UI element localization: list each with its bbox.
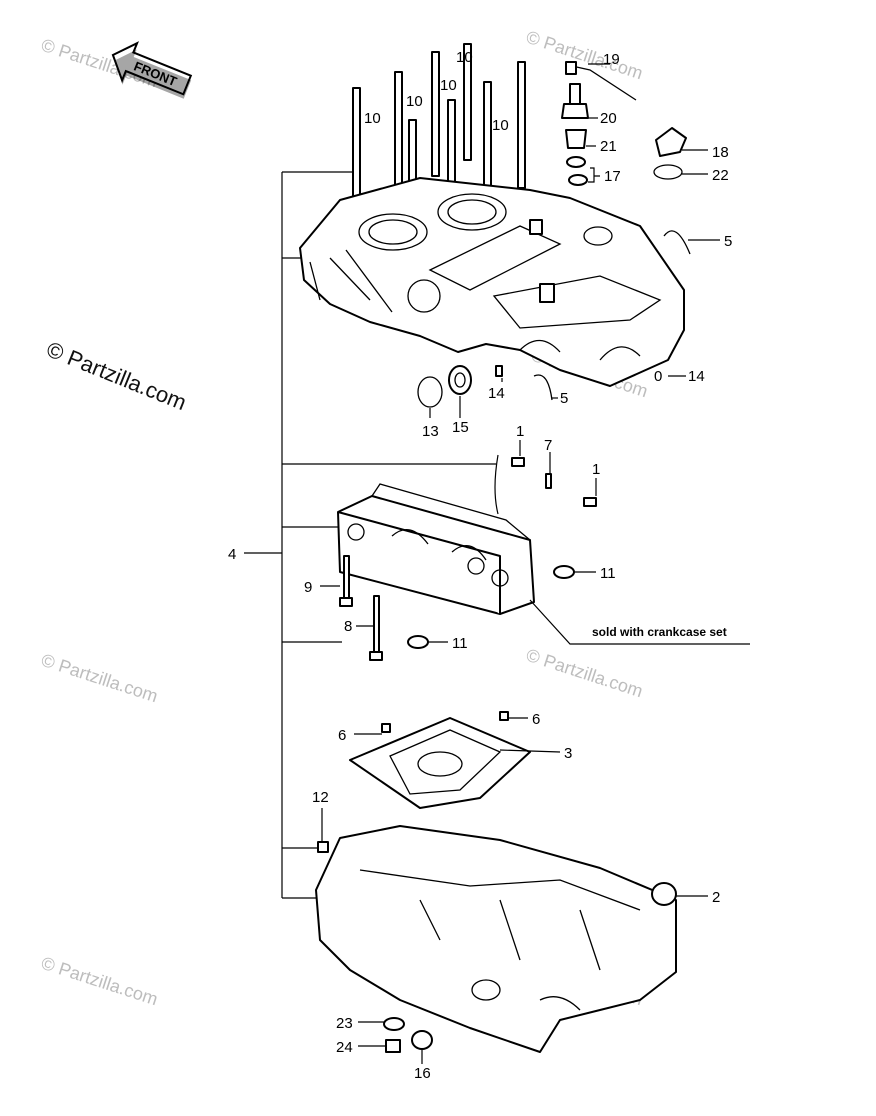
callout-19: 19 <box>603 51 620 68</box>
callout-10c: 10 <box>406 93 423 110</box>
callout-1a: 1 <box>516 423 524 440</box>
callout-8: 8 <box>344 618 352 635</box>
callout-12: 12 <box>312 789 329 806</box>
callout-10b: 10 <box>440 77 457 94</box>
callout-17: 17 <box>604 168 621 185</box>
callout-22: 22 <box>712 167 729 184</box>
callout-1b: 1 <box>592 461 600 478</box>
callout-5b: 5 <box>560 390 568 407</box>
callout-10a: 10 <box>456 49 473 66</box>
front-arrow-icon: FRONT <box>111 41 193 99</box>
upper-crankcase <box>299 177 685 387</box>
callout-11a: 11 <box>600 565 616 582</box>
callout-10e: 10 <box>492 117 509 134</box>
callout-6a: 6 <box>338 727 346 744</box>
crankcase-set-note: sold with crankcase set <box>592 625 727 639</box>
callout-labels: 19 20 21 17 18 22 5 5 0 14 14 13 15 10 1… <box>228 49 732 1082</box>
callout-10d: 10 <box>364 110 381 127</box>
callout-3: 3 <box>564 745 572 762</box>
callout-13: 13 <box>422 423 439 440</box>
leader-lines <box>320 63 750 1064</box>
group-bracket <box>244 171 499 899</box>
callout-14-zero: 0 <box>654 368 662 385</box>
callout-11b: 11 <box>452 635 468 652</box>
callout-2: 2 <box>712 889 720 906</box>
callout-24: 24 <box>336 1039 353 1056</box>
callout-16: 16 <box>414 1065 431 1082</box>
callout-18: 18 <box>712 144 729 161</box>
watermark: © Partzilla.com <box>39 953 161 1010</box>
watermark-main: © Partzilla.com <box>43 336 190 415</box>
oil-pan-plate <box>349 717 531 809</box>
callout-4: 4 <box>228 546 236 563</box>
callout-14b: 14 <box>488 385 505 402</box>
callout-23: 23 <box>336 1015 353 1032</box>
callout-21: 21 <box>600 138 617 155</box>
bearing-cap-set <box>337 483 535 615</box>
callout-20: 20 <box>600 110 617 127</box>
callout-14a: 14 <box>688 368 705 385</box>
callout-5a: 5 <box>724 233 732 250</box>
lower-crankcase <box>315 825 677 1053</box>
callout-9: 9 <box>304 579 312 596</box>
watermark: © Partzilla.com <box>524 645 646 702</box>
callout-15: 15 <box>452 419 469 436</box>
watermark: © Partzilla.com <box>39 650 161 707</box>
callout-7: 7 <box>544 437 552 454</box>
watermark: © Partzilla.com <box>524 27 646 84</box>
callout-6b: 6 <box>532 711 540 728</box>
